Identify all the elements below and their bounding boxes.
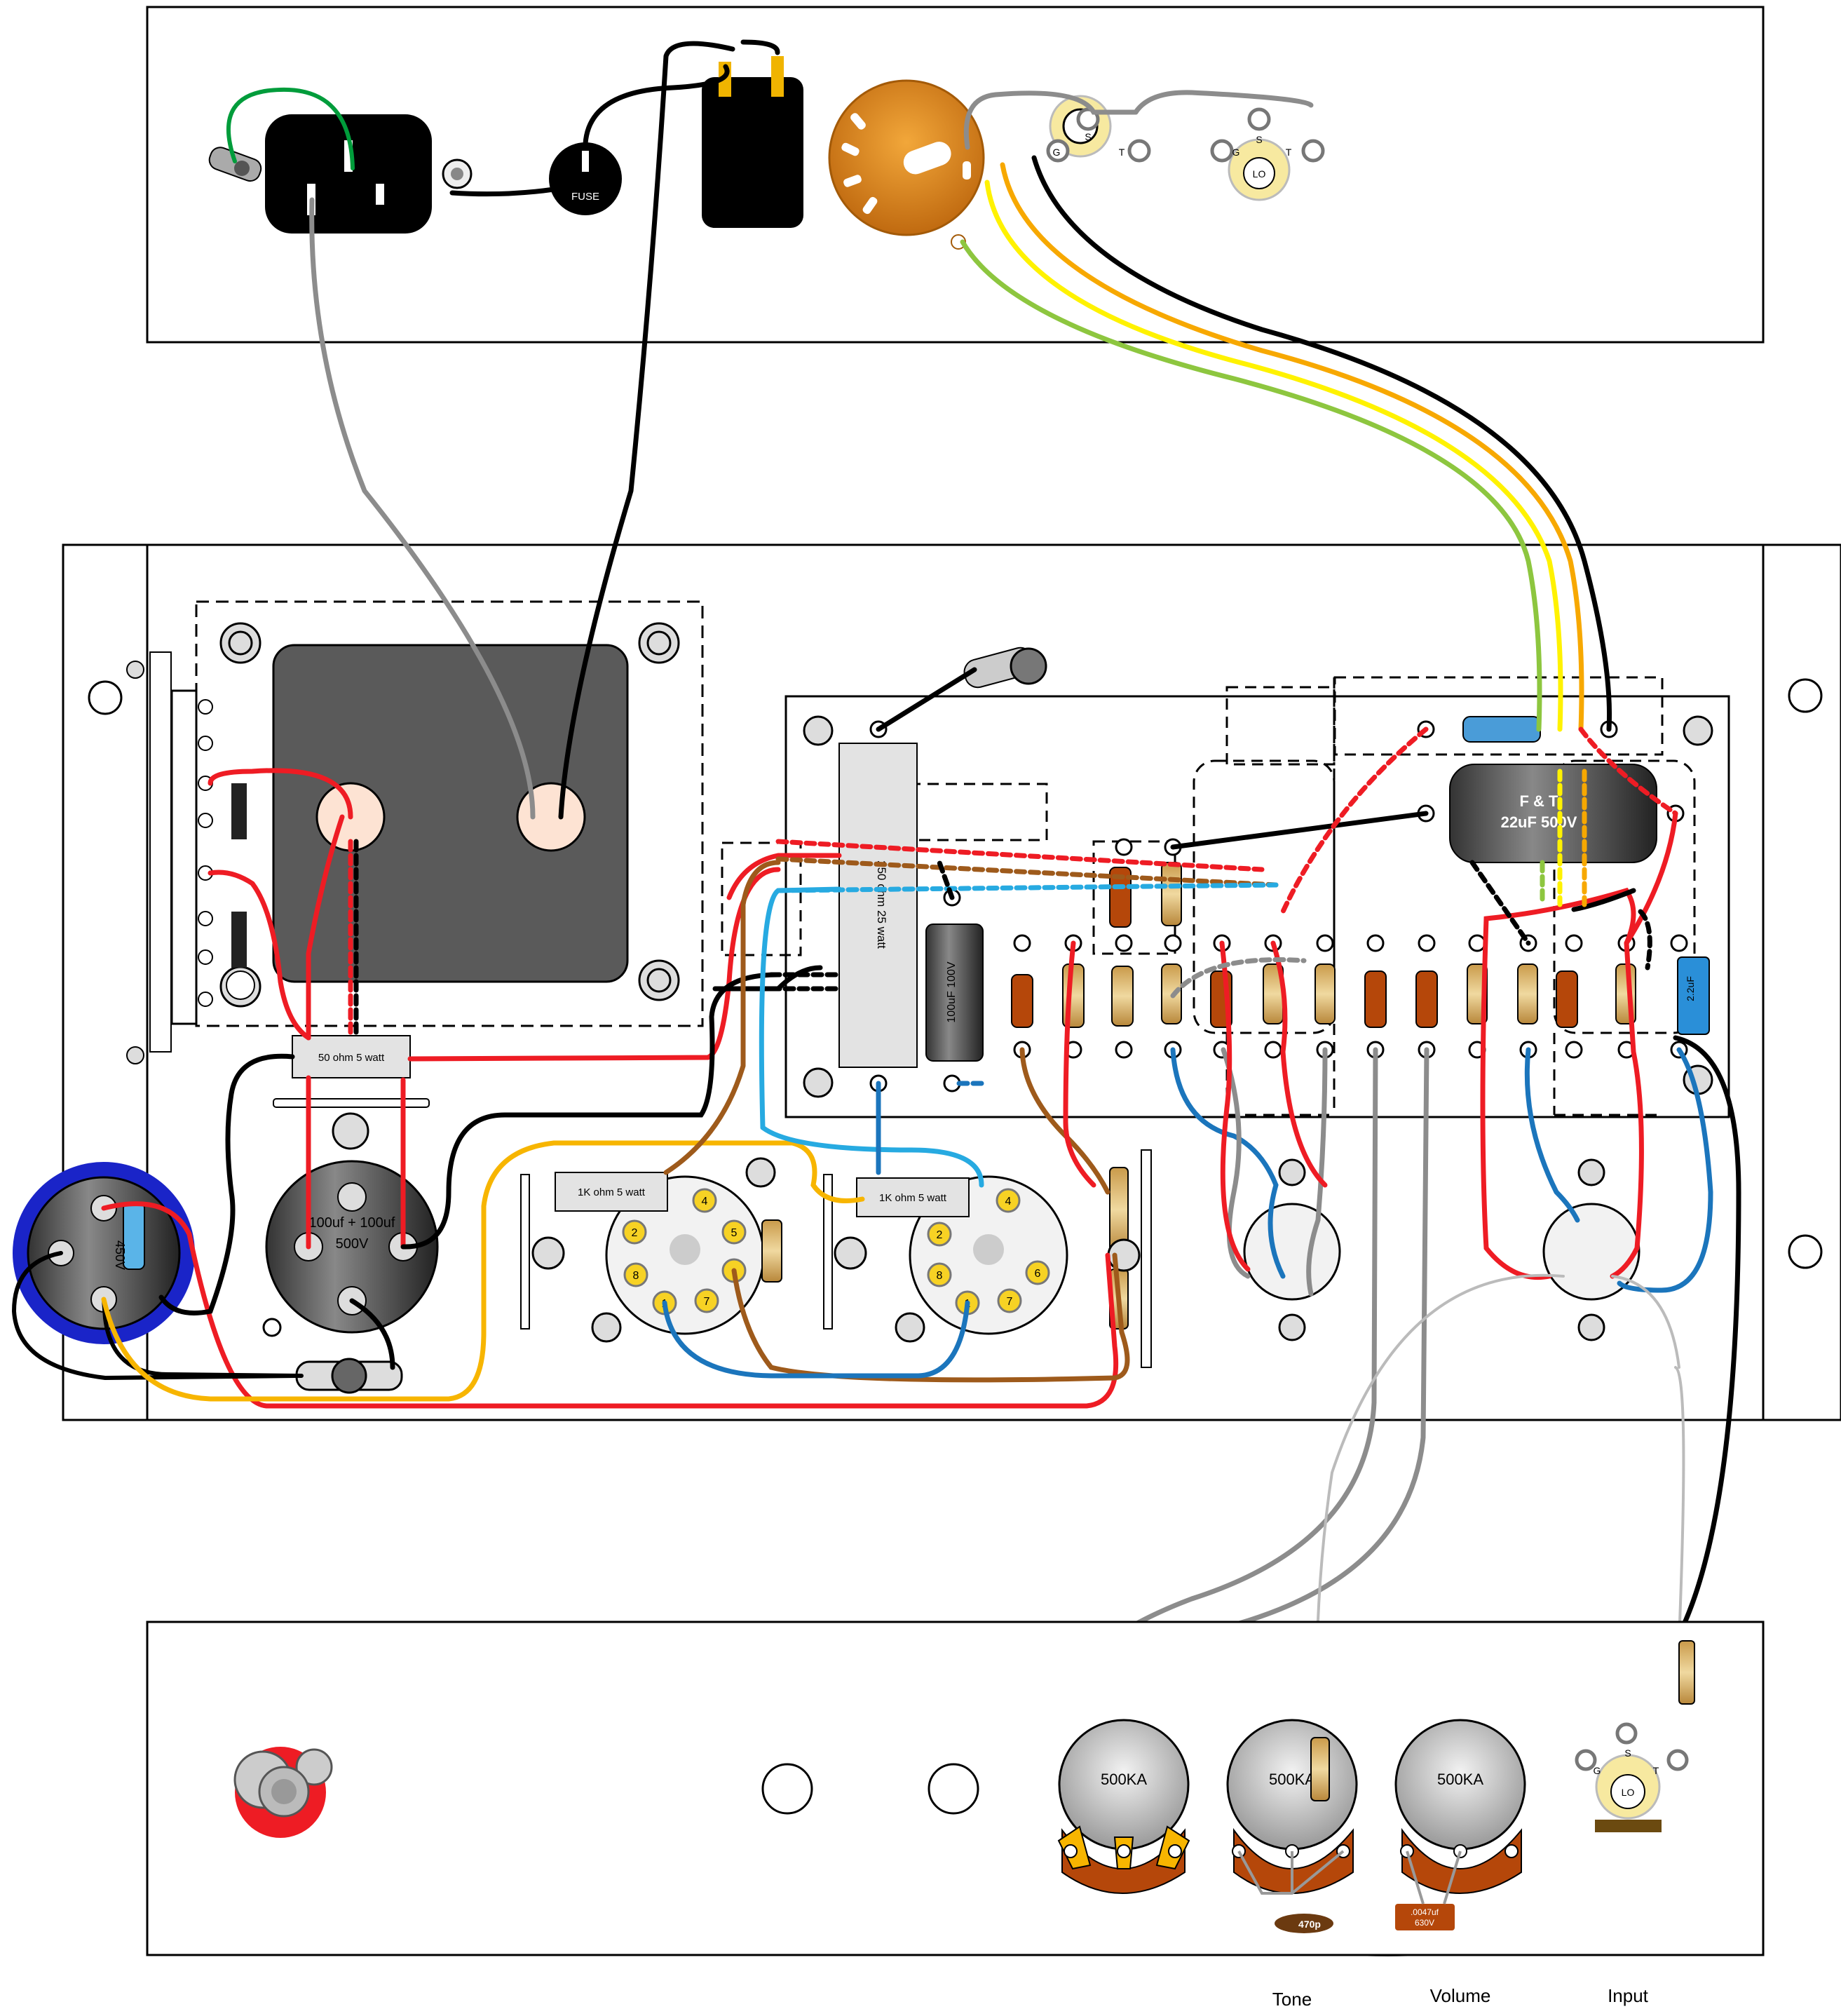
tube1-pin-2: 2 bbox=[632, 1227, 638, 1239]
bias-resistor-label: 50 ohm 5 watt bbox=[318, 1052, 385, 1064]
volume-cap-line2: 630V bbox=[1415, 1918, 1434, 1928]
input-jack-lug-g: G bbox=[1594, 1765, 1601, 1776]
pot-3-volume[interactable]: 500KA bbox=[1394, 1719, 1526, 1894]
cathode-bypass-cap: 100uF 100V bbox=[925, 924, 984, 1062]
speaker-socket bbox=[828, 79, 1000, 250]
input-label: Input bbox=[1608, 1985, 1649, 2006]
jack1-lug-g: G bbox=[1053, 147, 1061, 158]
speaker-jack-2: S G T LO bbox=[1210, 107, 1325, 201]
tube1-pin-7: 7 bbox=[704, 1296, 710, 1308]
pot-3-label: 500KA bbox=[1437, 1771, 1483, 1788]
input-jack-lug-s: S bbox=[1624, 1747, 1631, 1759]
chassis: 250 ohm 25 watt 100uF 100V F & T 22uF 50… bbox=[13, 543, 1841, 1421]
ground-post-icon bbox=[963, 647, 1047, 689]
jack2-lug-g: G bbox=[1232, 147, 1240, 158]
pilot-light-icon bbox=[233, 1747, 333, 1838]
cathode-cap-label: 100uF 100V bbox=[946, 961, 958, 1023]
pot-2-label: 500KA bbox=[1269, 1771, 1315, 1788]
jack2-lug-t: T bbox=[1286, 147, 1292, 158]
screen-resistor-1-label: 1K ohm 5 watt bbox=[578, 1186, 646, 1198]
input-jack-center: LO bbox=[1622, 1787, 1635, 1798]
volume-cap-line1: .0047uf bbox=[1411, 1907, 1439, 1917]
filter-cap-ft: F & T 22uF 500V bbox=[1449, 764, 1657, 863]
tube1-pin-8: 8 bbox=[633, 1270, 639, 1282]
input-jack[interactable]: S G T LO bbox=[1575, 1640, 1695, 1832]
volume-cap: .0047uf 630V bbox=[1395, 1904, 1455, 1930]
power-tube-socket-1: 4 5 2 8 1 7 bbox=[591, 1157, 782, 1343]
small-cap-label: 2.2uF bbox=[1685, 976, 1696, 1001]
tag-strip-left bbox=[126, 651, 255, 1064]
board-components: 2.2uF bbox=[1011, 716, 1710, 1035]
jack2-center: LO bbox=[1253, 168, 1266, 180]
input-jack-lug-t: T bbox=[1653, 1765, 1659, 1776]
jack2-lug-s: S bbox=[1256, 134, 1262, 145]
ground-lug-icon bbox=[208, 147, 262, 182]
dropping-resistor-label: 250 ohm 25 watt bbox=[875, 860, 888, 949]
multi-cap-line1: 100uf + 100uf bbox=[309, 1215, 395, 1231]
bias-resistor: 50 ohm 5 watt bbox=[273, 1035, 430, 1150]
blue-can-cap: 450V bbox=[13, 1162, 195, 1344]
filter-cap-line1: F & T bbox=[1520, 792, 1559, 810]
tube2-pin-6: 6 bbox=[1035, 1268, 1041, 1280]
tube2-pin-8: 8 bbox=[937, 1270, 943, 1282]
power-inlet bbox=[265, 114, 473, 234]
multi-cap-line2: 500V bbox=[336, 1236, 369, 1252]
pot-1[interactable]: 500KA bbox=[1057, 1719, 1190, 1894]
wiring bbox=[11, 39, 1741, 1956]
tone-label: Tone bbox=[1272, 1989, 1312, 2010]
tube1-pin-5: 5 bbox=[731, 1227, 738, 1239]
front-panel: 500KA 500KA 500KA bbox=[146, 1621, 1765, 2010]
tone-cap-label: 470p bbox=[1298, 1919, 1321, 1930]
volume-label: Volume bbox=[1430, 1985, 1491, 2006]
tone-cap: 470p bbox=[1275, 1914, 1333, 1933]
pot-1-label: 500KA bbox=[1101, 1771, 1147, 1788]
pot-2-tone[interactable]: 500KA bbox=[1226, 1719, 1358, 1894]
tube2-pin-7: 7 bbox=[1007, 1296, 1013, 1308]
fuse-holder: FUSE bbox=[549, 142, 622, 215]
back-panel: FUSE S G T bbox=[146, 6, 1765, 344]
tube2-pin-4: 4 bbox=[1005, 1196, 1012, 1207]
dropping-resistor: 250 ohm 25 watt bbox=[838, 743, 918, 1068]
tube1-pin-4: 4 bbox=[702, 1196, 708, 1207]
fuse-label: FUSE bbox=[571, 191, 599, 203]
jack1-lug-s: S bbox=[1085, 131, 1091, 142]
screen-resistor-2-label: 1K ohm 5 watt bbox=[879, 1192, 947, 1204]
tube2-pin-2: 2 bbox=[937, 1229, 943, 1241]
filter-cap-line2: 22uF 500V bbox=[1501, 813, 1577, 831]
screen-resistors: 1K ohm 5 watt 1K ohm 5 watt bbox=[520, 1172, 970, 1330]
jack1-lug-t: T bbox=[1119, 147, 1125, 158]
can-cap-label: 450V bbox=[113, 1240, 127, 1270]
